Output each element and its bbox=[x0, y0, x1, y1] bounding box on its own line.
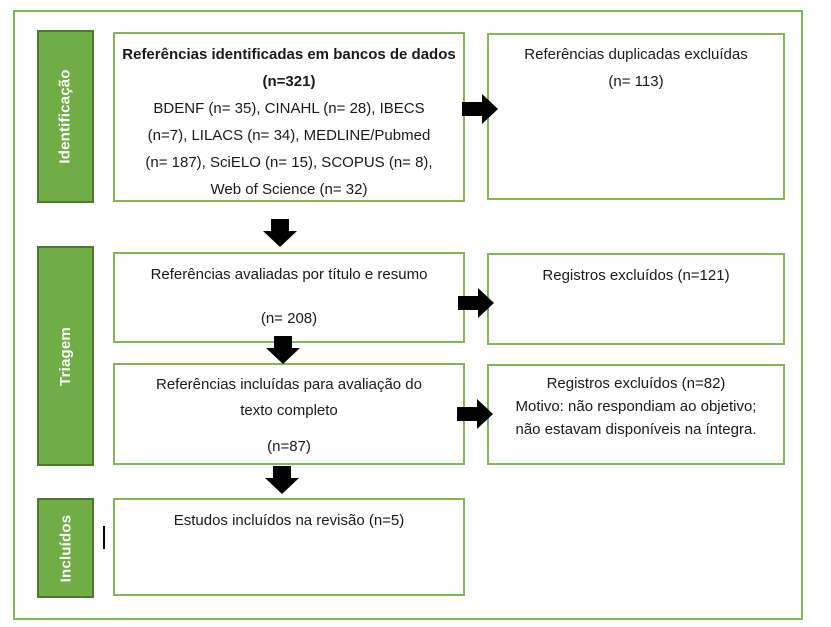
box-duplicates-count: (n= 113) bbox=[608, 73, 664, 90]
stage-identificacao-label: Identificação bbox=[57, 69, 75, 164]
box-screening-text: Referências avaliadas por título e resum… bbox=[150, 266, 428, 283]
arrow-down-screening-to-fulltext bbox=[266, 336, 300, 364]
arrow-down-identified-to-screening bbox=[263, 219, 297, 247]
box-records-excluded-1: Registros excluídos (n=121) bbox=[487, 253, 785, 345]
box-full-text-text: Referências incluídas para avaliação do … bbox=[156, 376, 422, 419]
box-full-text-count: (n=87) bbox=[267, 438, 311, 455]
box-records-excluded-1-text: Registros excluídos (n=121) bbox=[542, 267, 730, 284]
stage-incluidos-label: Incluídos bbox=[57, 514, 75, 582]
box-records-excluded-2-reason: Motivo: não respondiam ao objetivo; não … bbox=[515, 398, 757, 438]
arrow-right-fulltext-to-excluded bbox=[457, 399, 493, 429]
box-identified-references: Referências identificadas em bancos de d… bbox=[113, 32, 465, 202]
stage-triagem-label: Triagem bbox=[57, 326, 74, 386]
arrow-right-screening-to-excluded bbox=[458, 288, 494, 318]
box-duplicates-excluded: Referências duplicadas excluídas (n= 113… bbox=[487, 33, 785, 200]
box-included-studies: Estudos incluídos na revisão (n=5) bbox=[113, 498, 465, 596]
stage-incluidos: Incluídos bbox=[37, 498, 94, 598]
box-records-excluded-2-text: Registros excluídos (n=82) bbox=[546, 375, 726, 392]
outer-frame bbox=[13, 10, 803, 620]
stage-triagem: Triagem bbox=[37, 246, 94, 466]
box-records-excluded-2: Registros excluídos (n=82) Motivo: não r… bbox=[487, 364, 785, 465]
box-identified-detail: BDENF (n= 35), CINAHL (n= 28), IBECS (n=… bbox=[145, 100, 433, 198]
box-duplicates-text: Referências duplicadas excluídas bbox=[524, 46, 748, 63]
arrow-right-identified-to-duplicates bbox=[462, 94, 498, 124]
box-screening-count: (n= 208) bbox=[260, 310, 318, 327]
stage-identificacao: Identificação bbox=[37, 30, 94, 203]
stray-cursor-mark bbox=[103, 526, 105, 549]
box-identified-title: Referências identificadas em bancos de d… bbox=[122, 46, 456, 90]
box-included-studies-text: Estudos incluídos na revisão (n=5) bbox=[173, 512, 405, 529]
box-title-abstract-screening: Referências avaliadas por título e resum… bbox=[113, 252, 465, 343]
box-full-text-assessment: Referências incluídas para avaliação do … bbox=[113, 363, 465, 465]
arrow-down-fulltext-to-included bbox=[265, 466, 299, 494]
